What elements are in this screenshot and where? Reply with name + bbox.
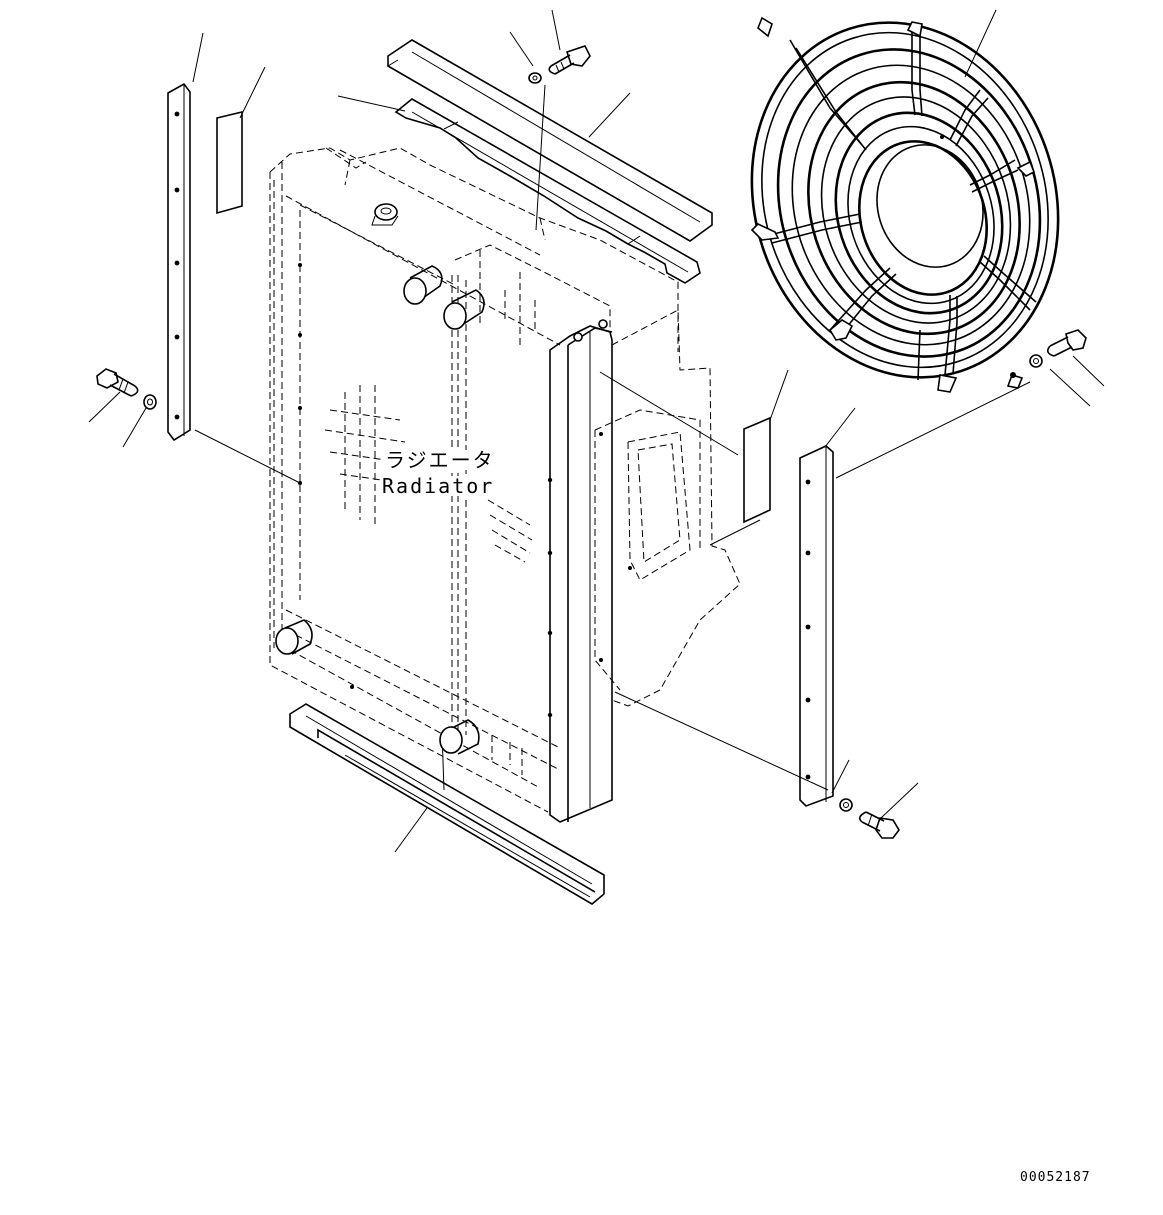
left-bracket — [167, 82, 191, 442]
drawing-number: 00052187 — [1020, 1170, 1091, 1185]
bolt-fan-guard — [1029, 329, 1087, 368]
shroud — [594, 309, 741, 707]
left-pad — [216, 110, 243, 215]
pipe-upper-right — [443, 289, 485, 330]
leader-lines — [88, 9, 1105, 853]
radiator-label-japanese: ラジエータ — [383, 448, 497, 472]
pipe-upper-left — [403, 265, 443, 305]
upper-cover — [387, 39, 713, 242]
bolt-bottom-right — [839, 798, 900, 839]
lower-cover — [289, 703, 605, 905]
radiator-label-english: Radiator — [380, 474, 497, 498]
right-bracket — [799, 445, 834, 807]
pipe-lower-right — [439, 719, 480, 755]
upper-seal — [394, 98, 701, 284]
core-hatch-right — [487, 499, 533, 563]
bolt-top — [528, 45, 591, 84]
pipe-lower-left — [275, 619, 313, 655]
right-pad — [743, 416, 771, 524]
bolt-left — [96, 368, 157, 410]
fan-guard — [750, 16, 1060, 393]
radiator-core — [269, 147, 679, 823]
alignment-lines — [194, 84, 1031, 791]
